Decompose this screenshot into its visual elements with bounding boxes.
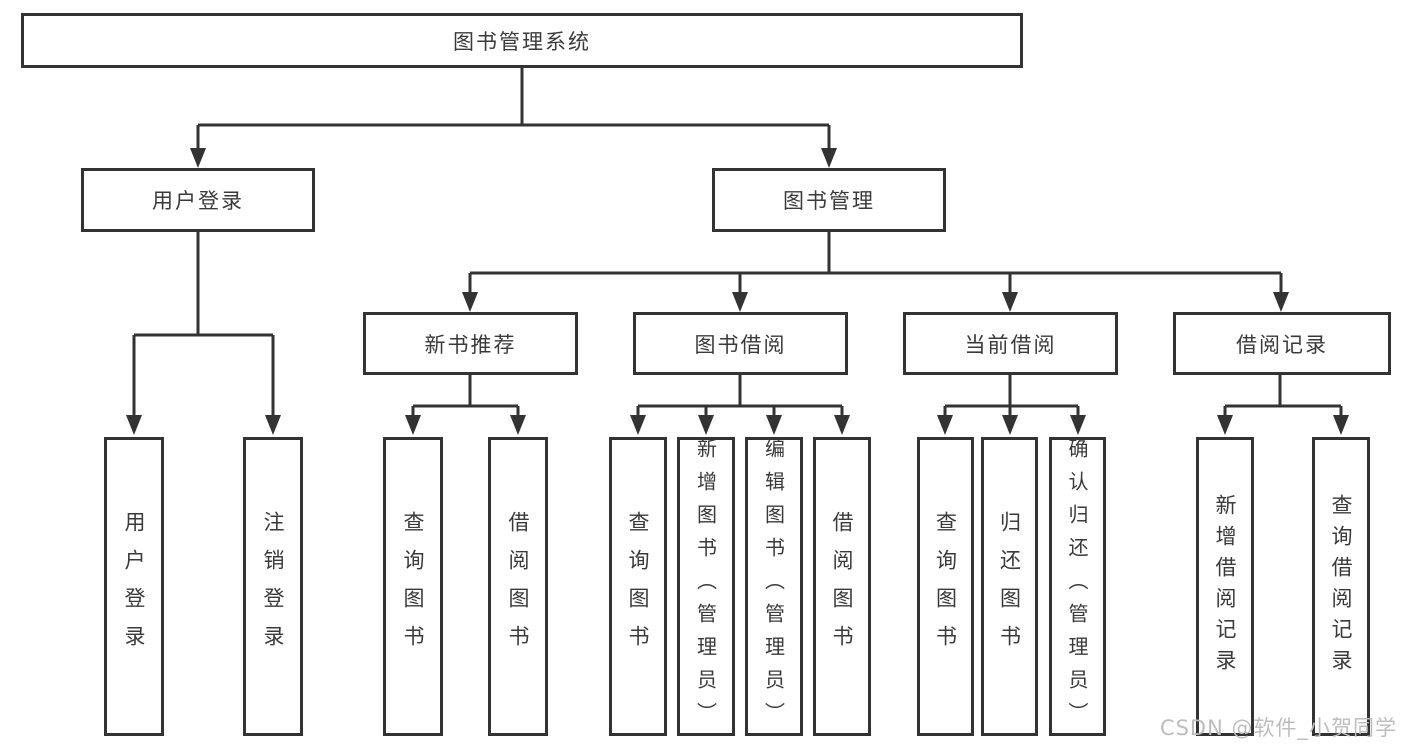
node-book-management-label: 图书管理: [783, 189, 875, 213]
leaf-query-books-current: 查询图书: [917, 437, 974, 736]
leaf-borrow-books-recommend-label: 借阅图书: [506, 510, 530, 663]
leaf-edit-books-admin: 编辑图书（管理员）: [745, 437, 803, 736]
arrowheads-user-login-to-leaves: [126, 415, 281, 435]
leaf-query-books-current-label: 查询图书: [933, 510, 958, 663]
node-book-borrow: 图书借阅: [633, 312, 848, 375]
arrowheads-borrow-records-to-leaves: [1217, 415, 1349, 435]
leaf-query-books-recommend: 查询图书: [383, 437, 443, 736]
connector-user-login-to-leaves: [132, 232, 275, 417]
node-user-login-label: 用户登录: [152, 189, 244, 213]
leaf-user-login: 用户登录: [104, 437, 164, 736]
leaf-confirm-return-admin-label: 确认归还（管理员）: [1065, 438, 1089, 735]
leaf-query-books-borrow-label: 查询图书: [626, 510, 650, 663]
node-current-borrow: 当前借阅: [903, 312, 1118, 375]
arrowheads-current-borrow-to-leaves: [937, 415, 1086, 435]
connector-book-management-to-level3: [468, 232, 1283, 294]
leaf-borrow-books-label: 借阅图书: [830, 510, 854, 663]
leaf-add-borrow-record-label: 新增借阅记录: [1213, 493, 1237, 680]
root-node-label: 图书管理系统: [453, 29, 591, 54]
node-borrow-records: 借阅记录: [1173, 312, 1391, 375]
leaf-add-books-admin: 新增图书（管理员）: [677, 437, 735, 736]
leaf-logout: 注销登录: [243, 437, 303, 736]
node-borrow-records-label: 借阅记录: [1236, 332, 1328, 357]
leaf-edit-books-admin-label: 编辑图书（管理员）: [761, 438, 786, 735]
leaf-query-borrow-record: 查询借阅记录: [1312, 437, 1370, 736]
leaf-confirm-return-admin: 确认归还（管理员）: [1049, 437, 1106, 736]
connector-root-to-level2: [196, 68, 831, 150]
connector-borrow-records-to-leaves: [1223, 375, 1343, 417]
node-book-management: 图书管理: [712, 168, 946, 232]
leaf-borrow-books: 借阅图书: [813, 437, 871, 736]
connector-new-book-recommend-to-leaves: [411, 375, 520, 417]
arrowheads-root-to-level2: [190, 148, 837, 168]
node-new-book-recommend: 新书推荐: [363, 312, 578, 375]
csdn-watermark: CSDN @软件_小贺同学: [1159, 716, 1397, 740]
node-current-borrow-label: 当前借阅: [964, 332, 1057, 357]
leaf-return-books: 归还图书: [981, 437, 1038, 736]
arrowheads-book-management-to-level3: [462, 292, 1289, 312]
node-user-login: 用户登录: [81, 168, 315, 232]
root-node-library-management-system: 图书管理系统: [21, 13, 1023, 68]
connector-current-borrow-to-leaves: [943, 375, 1080, 417]
leaf-logout-label: 注销登录: [261, 510, 285, 663]
leaf-add-borrow-record: 新增借阅记录: [1196, 437, 1254, 736]
connector-book-borrow-to-leaves: [636, 375, 844, 417]
arrowheads-book-borrow-to-leaves: [630, 415, 850, 435]
leaf-user-login-label: 用户登录: [122, 510, 146, 663]
leaf-query-borrow-record-label: 查询借阅记录: [1329, 493, 1353, 680]
leaf-query-books-borrow: 查询图书: [609, 437, 667, 736]
leaf-query-books-recommend-label: 查询图书: [401, 510, 425, 663]
leaf-return-books-label: 归还图书: [997, 510, 1022, 663]
node-book-borrow-label: 图书借阅: [694, 332, 787, 357]
node-new-book-recommend-label: 新书推荐: [424, 332, 517, 357]
arrowheads-new-book-recommend-to-leaves: [405, 415, 526, 435]
leaf-add-books-admin-label: 新增图书（管理员）: [693, 438, 718, 735]
leaf-borrow-books-recommend: 借阅图书: [488, 437, 548, 736]
